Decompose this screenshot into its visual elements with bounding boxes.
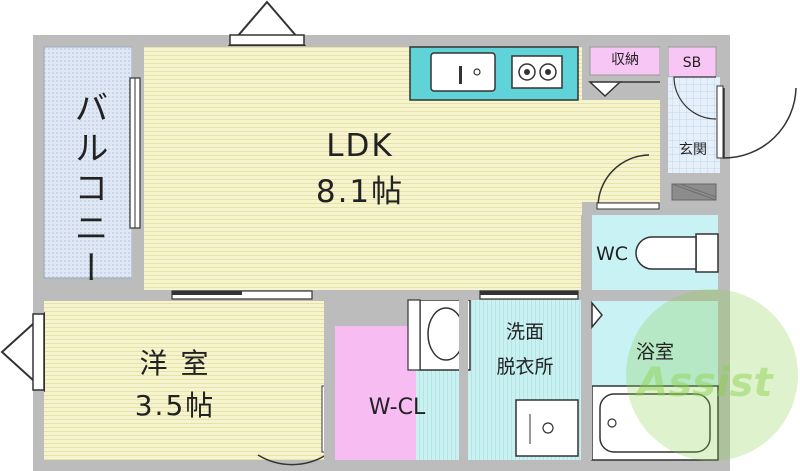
wcl-label: W-CL: [368, 395, 426, 420]
watermark-text: Assist: [637, 360, 773, 406]
ldk-label: LDK: [326, 128, 394, 164]
storage-label: 収納: [611, 52, 639, 68]
western-room-floor: [44, 301, 324, 460]
western-room-size: 3.5帖: [134, 389, 216, 422]
sb-label: SB: [682, 55, 702, 71]
washroom-label-2: 脱衣所: [496, 356, 554, 378]
entrance-floor: [666, 77, 720, 173]
bath-label: 浴室: [635, 341, 674, 363]
western-room-label: 洋 室: [139, 347, 211, 380]
entrance-label: 玄関: [679, 142, 707, 158]
balcony-area: [43, 46, 133, 279]
balcony-label: バルコニー: [68, 90, 108, 290]
washroom-label-1: 洗面: [505, 321, 544, 343]
watermark-logo: [626, 289, 798, 461]
wc-label: WC: [595, 243, 629, 265]
ldk-size: 8.1帖: [315, 174, 405, 210]
